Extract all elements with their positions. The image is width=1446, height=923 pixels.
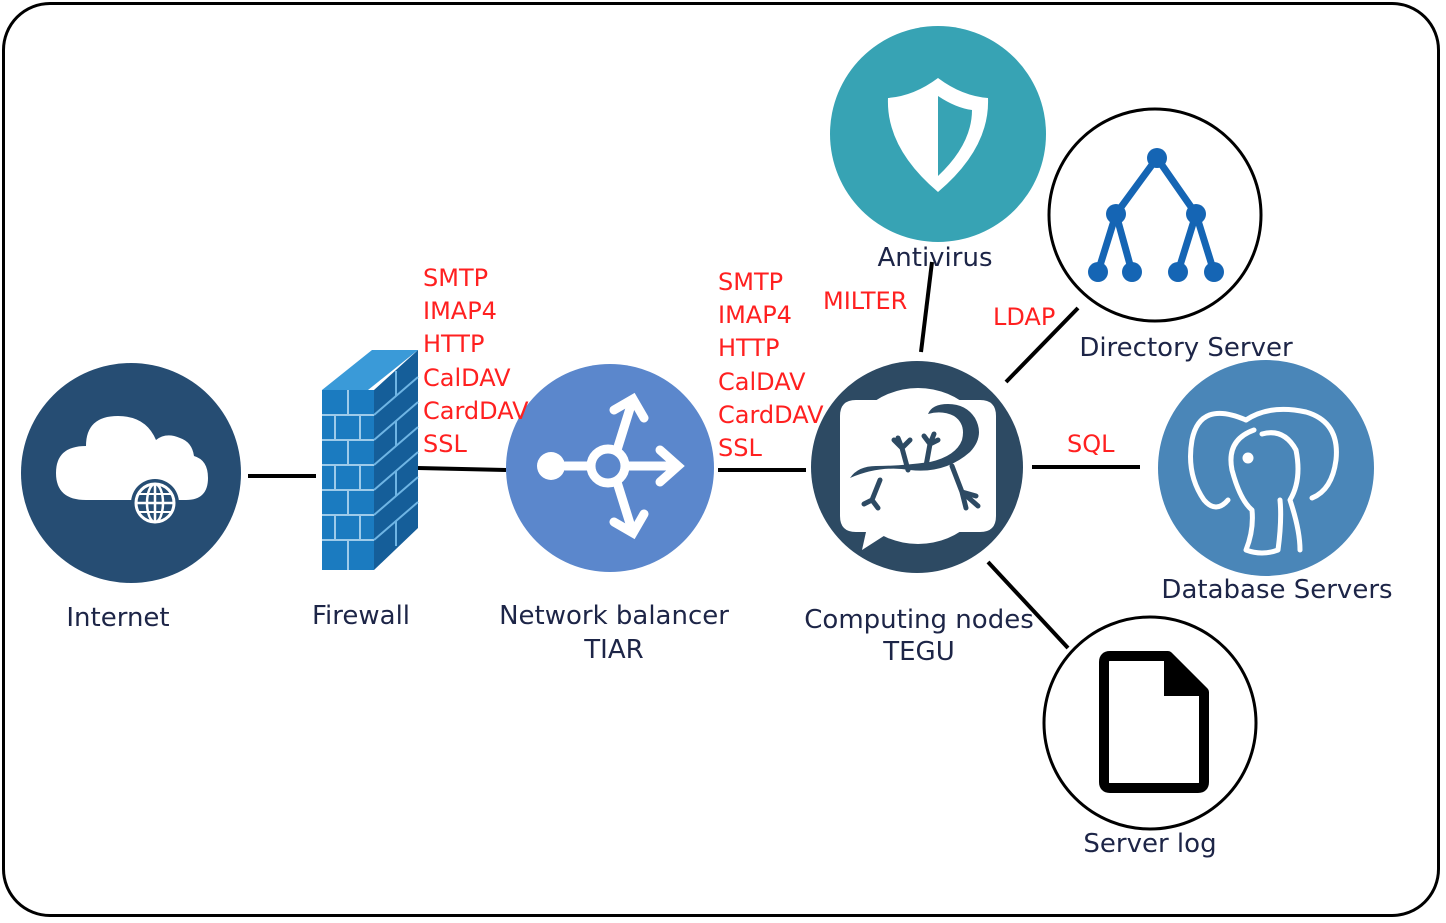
protocol-label: SSL bbox=[718, 434, 762, 462]
protocol-label: CardDAV bbox=[423, 397, 529, 425]
connections bbox=[248, 261, 1140, 650]
balancer-label-line1: Network balancer bbox=[499, 601, 729, 631]
protocol-label: SSL bbox=[423, 430, 467, 458]
database-node[interactable] bbox=[1158, 360, 1374, 576]
document-icon bbox=[1099, 651, 1209, 793]
protocol-label: SMTP bbox=[423, 264, 488, 292]
firewall-label: Firewall bbox=[312, 601, 410, 631]
tree-hierarchy-icon bbox=[1088, 148, 1224, 282]
protocol-label: IMAP4 bbox=[423, 297, 497, 325]
protocol-label: HTTP bbox=[718, 334, 779, 362]
elephant-icon bbox=[1188, 406, 1339, 556]
computing-node[interactable] bbox=[811, 361, 1023, 573]
protocol-label: IMAP4 bbox=[718, 301, 792, 329]
protocols-firewall-balancer: SMTP IMAP4 HTTP CalDAV CardDAV SSL bbox=[423, 264, 529, 458]
serverlog-circle bbox=[1042, 615, 1258, 831]
load-balancer-icon bbox=[537, 392, 685, 540]
milter-protocol-label: MILTER bbox=[823, 287, 907, 315]
link-computing-serverlog bbox=[986, 560, 1070, 650]
protocol-label: SMTP bbox=[718, 268, 783, 296]
shield-icon bbox=[887, 78, 989, 192]
balancer-circle bbox=[506, 364, 714, 572]
antivirus-label: Antivirus bbox=[877, 243, 992, 273]
brick-wall-icon bbox=[322, 350, 419, 570]
protocol-label: CalDAV bbox=[718, 368, 806, 396]
database-label: Database Servers bbox=[1161, 575, 1392, 605]
serverlog-node[interactable] bbox=[1042, 615, 1258, 831]
protocols-balancer-computing: SMTP IMAP4 HTTP CalDAV CardDAV SSL bbox=[718, 268, 824, 462]
protocol-label: CardDAV bbox=[718, 401, 824, 429]
firewall-node[interactable] bbox=[322, 350, 419, 570]
internet-label: Internet bbox=[66, 603, 169, 633]
directory-label: Directory Server bbox=[1079, 333, 1293, 363]
directory-node[interactable] bbox=[1047, 107, 1263, 323]
cloud-globe-icon bbox=[56, 416, 208, 527]
balancer-label-line2: TIAR bbox=[583, 635, 643, 665]
link-computing-directory bbox=[1004, 306, 1080, 384]
protocol-label: CalDAV bbox=[423, 364, 511, 392]
link-firewall-balancer bbox=[417, 466, 507, 472]
directory-circle bbox=[1047, 107, 1263, 323]
balancer-node[interactable] bbox=[506, 364, 714, 572]
internet-node[interactable] bbox=[21, 363, 241, 583]
computing-label-line1: Computing nodes bbox=[804, 605, 1033, 635]
protocol-label: HTTP bbox=[423, 330, 484, 358]
lizard-icon bbox=[840, 388, 996, 550]
ldap-protocol-label: LDAP bbox=[993, 303, 1055, 331]
antivirus-node[interactable] bbox=[830, 26, 1046, 242]
computing-label-line2: TEGU bbox=[882, 637, 955, 667]
link-computing-antivirus bbox=[919, 261, 934, 353]
serverlog-label: Server log bbox=[1083, 829, 1216, 859]
sql-protocol-label: SQL bbox=[1067, 430, 1115, 458]
